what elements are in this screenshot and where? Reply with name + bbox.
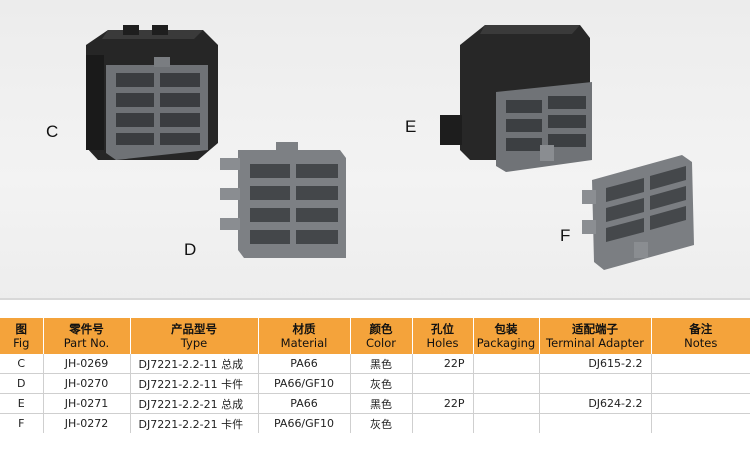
table-row: D JH-0270 DJ7221-2.2-11 卡件 PA66/GF10 灰色 — [0, 373, 750, 394]
cell-notes — [651, 393, 750, 414]
cell-packaging — [473, 413, 540, 433]
cell-color: 黑色 — [350, 393, 413, 414]
connector-e-image — [440, 25, 592, 172]
cell-color: 黑色 — [350, 354, 413, 374]
cell-terminal: DJ624-2.2 — [539, 393, 652, 414]
cell-terminal: DJ615-2.2 — [539, 354, 652, 374]
table-row: F JH-0272 DJ7221-2.2-21 卡件 PA66/GF10 灰色 — [0, 413, 750, 434]
figure-label-d: D — [184, 240, 197, 259]
figure-label-c: C — [46, 122, 59, 141]
cell-fig: C — [0, 354, 44, 374]
table-row: E JH-0271 DJ7221-2.2-21 总成 PA66 黑色 22P D… — [0, 393, 750, 414]
cell-material: PA66 — [258, 393, 351, 414]
connector-f-image — [582, 155, 694, 270]
cell-fig: E — [0, 393, 44, 414]
cell-type: DJ7221-2.2-11 总成 — [130, 354, 259, 374]
cell-terminal — [539, 413, 652, 433]
cell-packaging — [473, 393, 540, 414]
connector-d-image — [220, 142, 346, 258]
cell-material: PA66/GF10 — [258, 413, 351, 433]
cell-terminal — [539, 373, 652, 394]
cell-fig: D — [0, 373, 44, 394]
cell-holes — [412, 373, 474, 394]
section-divider — [0, 298, 750, 300]
cell-color: 灰色 — [350, 413, 413, 433]
cell-packaging — [473, 354, 540, 374]
cell-type: DJ7221-2.2-11 卡件 — [130, 373, 259, 394]
cell-type: DJ7221-2.2-21 卡件 — [130, 413, 259, 433]
cell-holes — [412, 413, 474, 433]
cell-notes — [651, 414, 750, 434]
cell-material: PA66 — [258, 354, 351, 374]
table-row: C JH-0269 DJ7221-2.2-11 总成 PA66 黑色 22P D… — [0, 354, 750, 374]
figure-label-e: E — [405, 117, 417, 136]
cell-packaging — [473, 373, 540, 394]
cell-fig: F — [0, 413, 44, 433]
cell-part-no: JH-0269 — [43, 354, 131, 374]
connector-c-image — [86, 25, 218, 160]
cell-notes — [651, 354, 750, 374]
cell-material: PA66/GF10 — [258, 373, 351, 394]
cell-type: DJ7221-2.2-21 总成 — [130, 393, 259, 414]
cell-holes: 22P — [412, 393, 474, 414]
cell-part-no: JH-0270 — [43, 373, 131, 394]
cell-part-no: JH-0272 — [43, 413, 131, 433]
cell-color: 灰色 — [350, 373, 413, 394]
cell-part-no: JH-0271 — [43, 393, 131, 414]
cell-holes: 22P — [412, 354, 474, 374]
cell-notes — [651, 373, 750, 394]
figure-label-f: F — [560, 226, 571, 245]
